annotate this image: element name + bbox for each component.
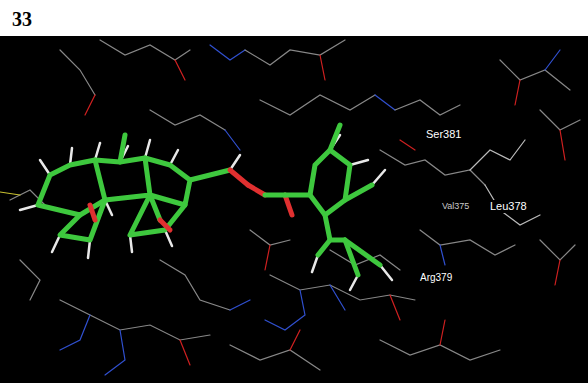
residue-label: Val375 — [440, 201, 471, 212]
figure-number: 33 — [10, 8, 34, 30]
render-background — [0, 36, 588, 383]
residue-label: Ser381 — [424, 128, 463, 141]
residue-label: Arg379 — [418, 272, 454, 284]
residue-label: Leu378 — [488, 200, 529, 213]
ligand-sticks — [20, 125, 392, 290]
protein-wireframe — [0, 40, 580, 375]
